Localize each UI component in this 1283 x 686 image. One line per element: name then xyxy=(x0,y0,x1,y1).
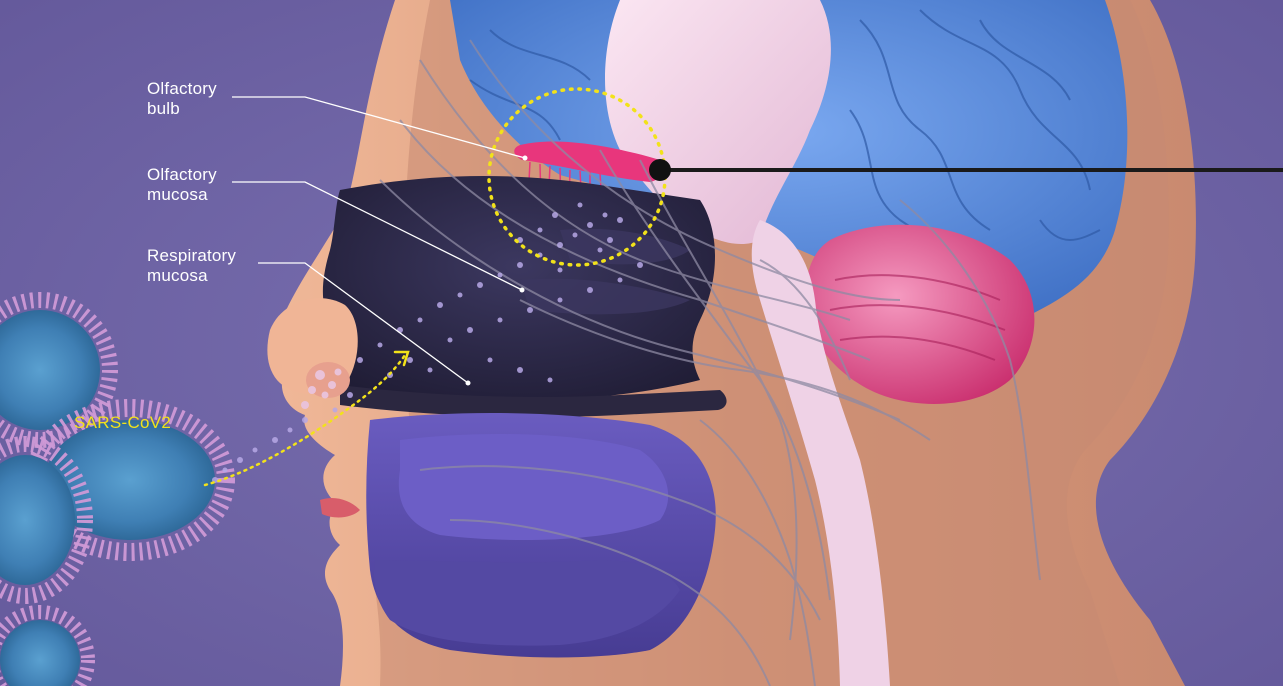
black-dot-icon xyxy=(649,159,671,181)
tongue xyxy=(399,434,668,540)
label-virus: SARS-CoV2 xyxy=(74,413,171,432)
